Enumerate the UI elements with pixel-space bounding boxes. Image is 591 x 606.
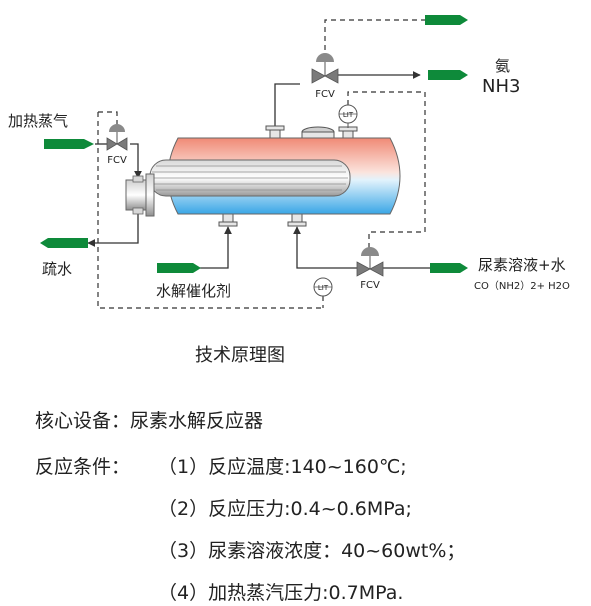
arrow-steam-in [44, 139, 94, 149]
arrow-signal-top [425, 15, 468, 25]
control-valve-steam [106, 124, 128, 151]
label-catalyst: 水解催化剂 [156, 282, 232, 300]
stream-arrows [40, 15, 468, 273]
condition-temperature: （1）反应温度:140~160℃; [158, 456, 407, 478]
core-equipment-line: 核心设备：尿素水解反应器 [35, 410, 264, 432]
label-heating-steam: 加热蒸气 [8, 112, 69, 130]
channel-head [125, 173, 155, 217]
level-indicator-bottom [313, 277, 333, 297]
fcv-label-urea: FCV [360, 280, 380, 291]
process-diagram: FCV FCV FCV LIT LIT [40, 15, 468, 309]
condition-pressure: （2）反应压力:0.4~0.6MPa; [158, 498, 412, 520]
label-ammonia-formula: NH3 [482, 76, 521, 97]
arrow-urea-in [430, 263, 468, 273]
control-valve-urea [356, 247, 384, 277]
heating-tube-bundle [149, 159, 351, 197]
lit-label-bottom: LIT [318, 284, 329, 292]
process-lines [87, 71, 430, 269]
fcv-label-nh3: FCV [315, 89, 335, 100]
label-urea-formula: CO（NH2）2+ H2O [474, 281, 570, 292]
condition-concentration: （3）尿素溶液浓度：40~60wt%； [158, 540, 466, 562]
condition-steam-pressure: （4）加热蒸汽压力:0.7MPa. [158, 582, 404, 604]
lit-label-top: LIT [343, 111, 354, 119]
level-indicator-top [338, 104, 358, 128]
arrow-nh3-out [428, 70, 468, 80]
control-valve-nh3 [311, 53, 339, 84]
label-ammonia-cn: 氨 [495, 57, 511, 75]
conditions-label: 反应条件： [35, 456, 131, 478]
fcv-label-steam: FCV [107, 155, 127, 166]
arrow-catalyst-in [157, 263, 201, 273]
arrow-drain-out [40, 238, 88, 248]
control-signal-lines [97, 19, 426, 309]
label-urea-solution: 尿素溶液+水 [478, 256, 566, 274]
diagram-caption: 技术原理图 [195, 345, 285, 366]
label-drain: 疏水 [42, 260, 73, 278]
